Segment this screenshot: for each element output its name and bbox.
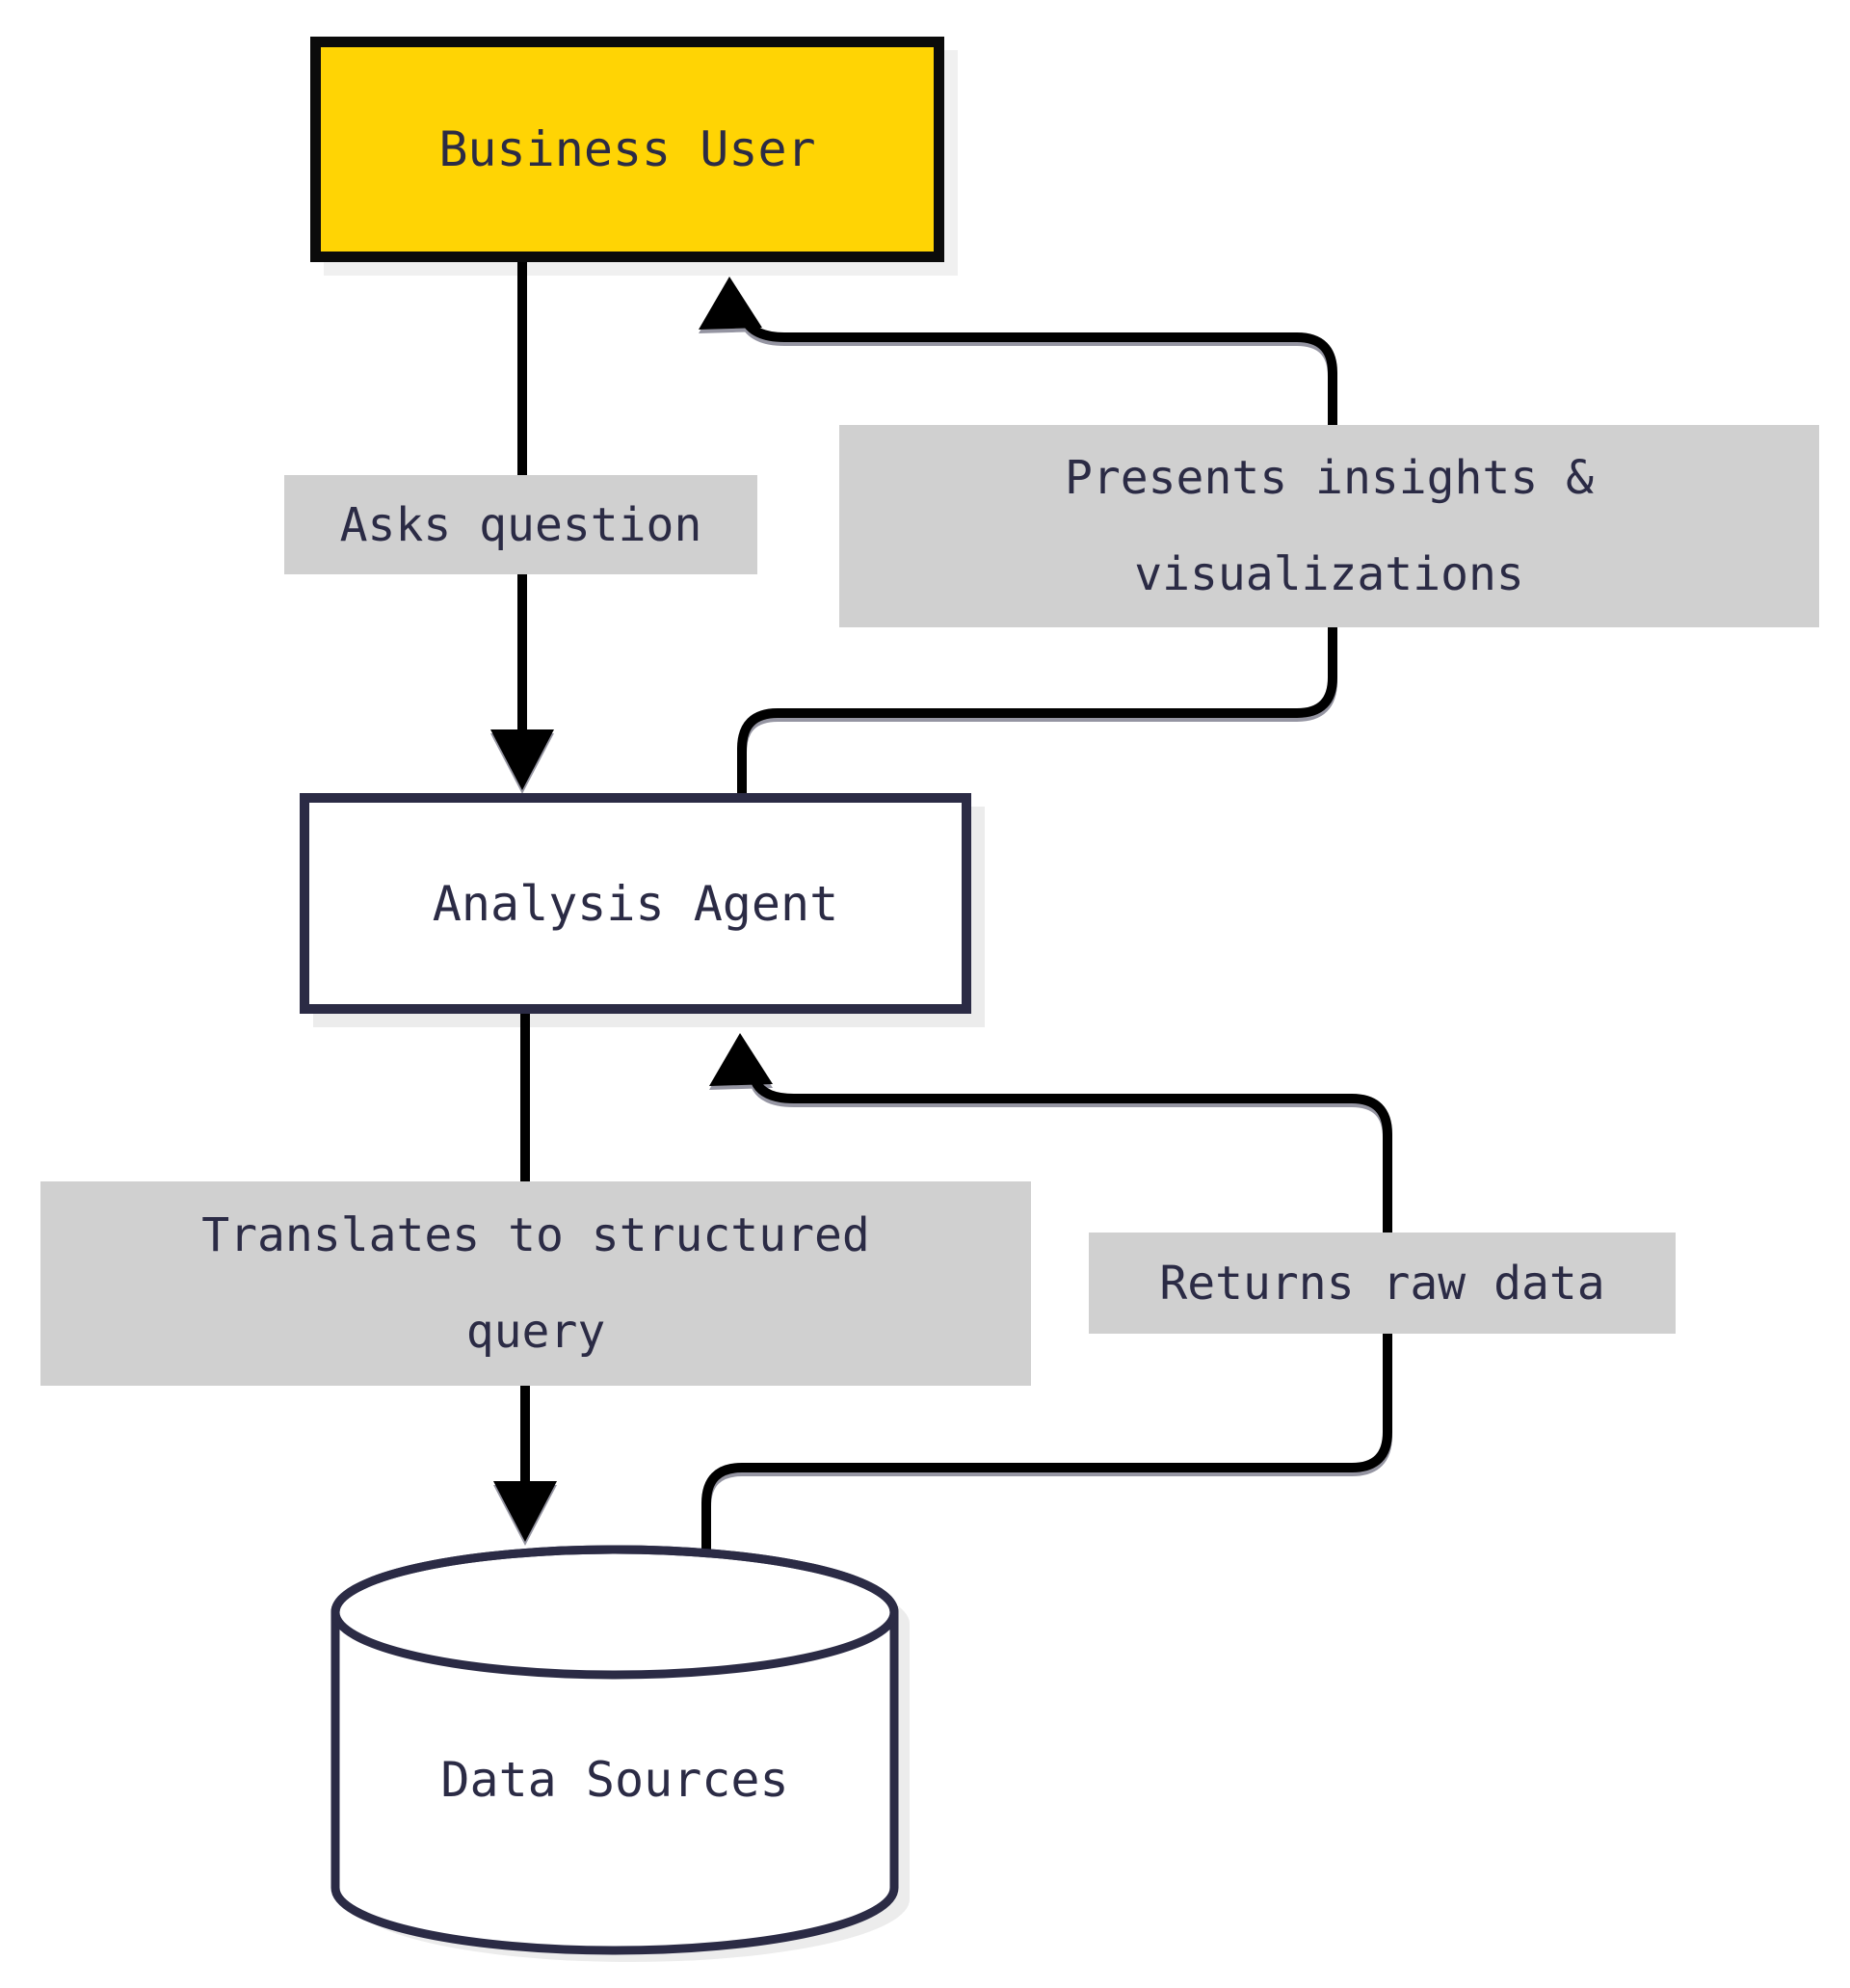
edge-label-asks-question: Asks question bbox=[284, 475, 757, 574]
edge-label-text: Returns raw data bbox=[1159, 1256, 1605, 1311]
edge-label-text-line1: Translates to structured bbox=[201, 1208, 870, 1262]
edge-label-presents-insights: Presents insights & visualizations bbox=[839, 425, 1819, 627]
arrowhead-presents-insights bbox=[699, 277, 762, 330]
edge-label-text: Asks question bbox=[339, 497, 702, 552]
edge-label-returns-raw-data: Returns raw data bbox=[1089, 1233, 1676, 1334]
edge-label-translates-query: Translates to structured query bbox=[40, 1181, 1031, 1386]
edge-label-text-line2: query bbox=[465, 1305, 606, 1359]
node-analysis-agent-label: Analysis Agent bbox=[432, 875, 839, 932]
arrowhead-asks-question bbox=[490, 729, 554, 790]
cylinder-body bbox=[330, 1545, 899, 1955]
node-data-sources-label: Data Sources bbox=[440, 1752, 789, 1808]
edge-label-text-line2: visualizations bbox=[1134, 547, 1524, 601]
node-business-user-label: Business User bbox=[438, 121, 816, 177]
node-business-user: Business User bbox=[310, 37, 944, 262]
node-analysis-agent: Analysis Agent bbox=[300, 793, 971, 1014]
edge-presents-insights bbox=[737, 316, 1337, 796]
arrowhead-translates-query bbox=[493, 1481, 557, 1542]
edge-label-text-line1: Presents insights & bbox=[1064, 451, 1595, 505]
arrowhead-returns-raw-data bbox=[709, 1033, 773, 1086]
edge-returns-raw-data bbox=[701, 1078, 1392, 1552]
cylinder-top-ellipse bbox=[330, 1545, 899, 1680]
